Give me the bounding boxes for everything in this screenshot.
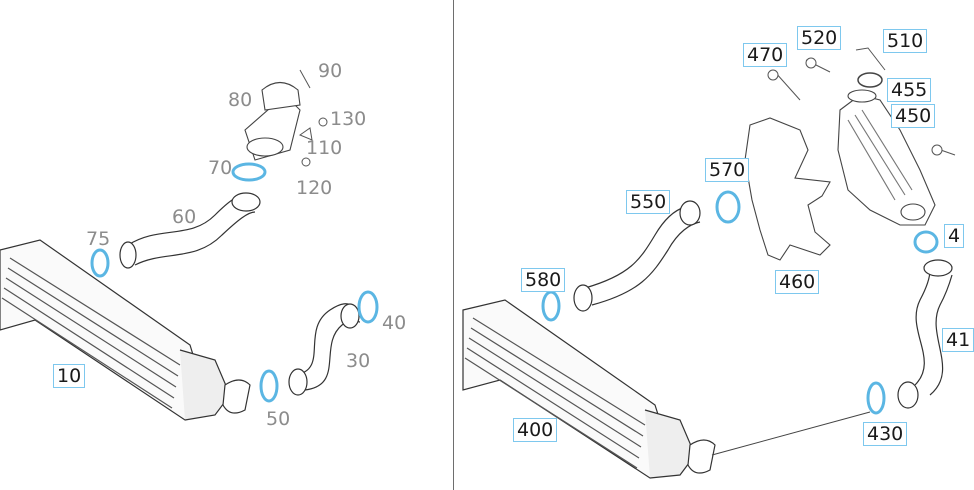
callout-510: 510 — [883, 29, 928, 53]
callout-70: 70 — [208, 157, 233, 179]
callout-110: 110 — [306, 137, 343, 159]
callout-570: 570 — [705, 158, 750, 182]
callout-10: 10 — [53, 364, 86, 388]
callout-30: 30 — [346, 350, 371, 372]
hose-550 — [573, 200, 701, 312]
callout-50: 50 — [266, 408, 291, 430]
callout-550: 550 — [626, 190, 671, 214]
callout-455: 455 — [887, 78, 932, 102]
intercooler-left — [0, 239, 251, 421]
callout-580: 580 — [521, 268, 566, 292]
callout-450: 450 — [891, 104, 936, 128]
intercooler-right — [462, 299, 871, 479]
gasket-455 — [857, 72, 883, 88]
panel-divider — [453, 0, 454, 490]
callout-430: 430 — [863, 422, 908, 446]
callout-120: 120 — [296, 177, 333, 199]
small-fasteners-left — [298, 69, 328, 167]
callout-40: 40 — [382, 312, 407, 334]
throttle-housing-80 — [244, 81, 301, 161]
callout-520: 520 — [797, 26, 842, 50]
hose-60 — [119, 192, 261, 269]
intake-manifold-450 — [837, 89, 936, 226]
callout-75: 75 — [86, 228, 111, 250]
callout-60: 60 — [172, 206, 197, 228]
hose-30 — [288, 303, 361, 396]
seal-rings-right — [541, 190, 939, 415]
seal-rings-left — [90, 162, 379, 403]
callout-130: 130 — [330, 108, 367, 130]
callout-41x: 41 — [942, 328, 974, 352]
callout-80: 80 — [228, 89, 253, 111]
hose-410 — [897, 259, 953, 409]
callout-90: 90 — [318, 60, 343, 82]
air-duct-460 — [744, 117, 831, 261]
callout-4xx: 4 — [944, 224, 965, 248]
small-fasteners-right — [767, 47, 956, 156]
callout-460: 460 — [775, 270, 820, 294]
callout-400: 400 — [513, 418, 558, 442]
callout-470: 470 — [743, 43, 788, 67]
